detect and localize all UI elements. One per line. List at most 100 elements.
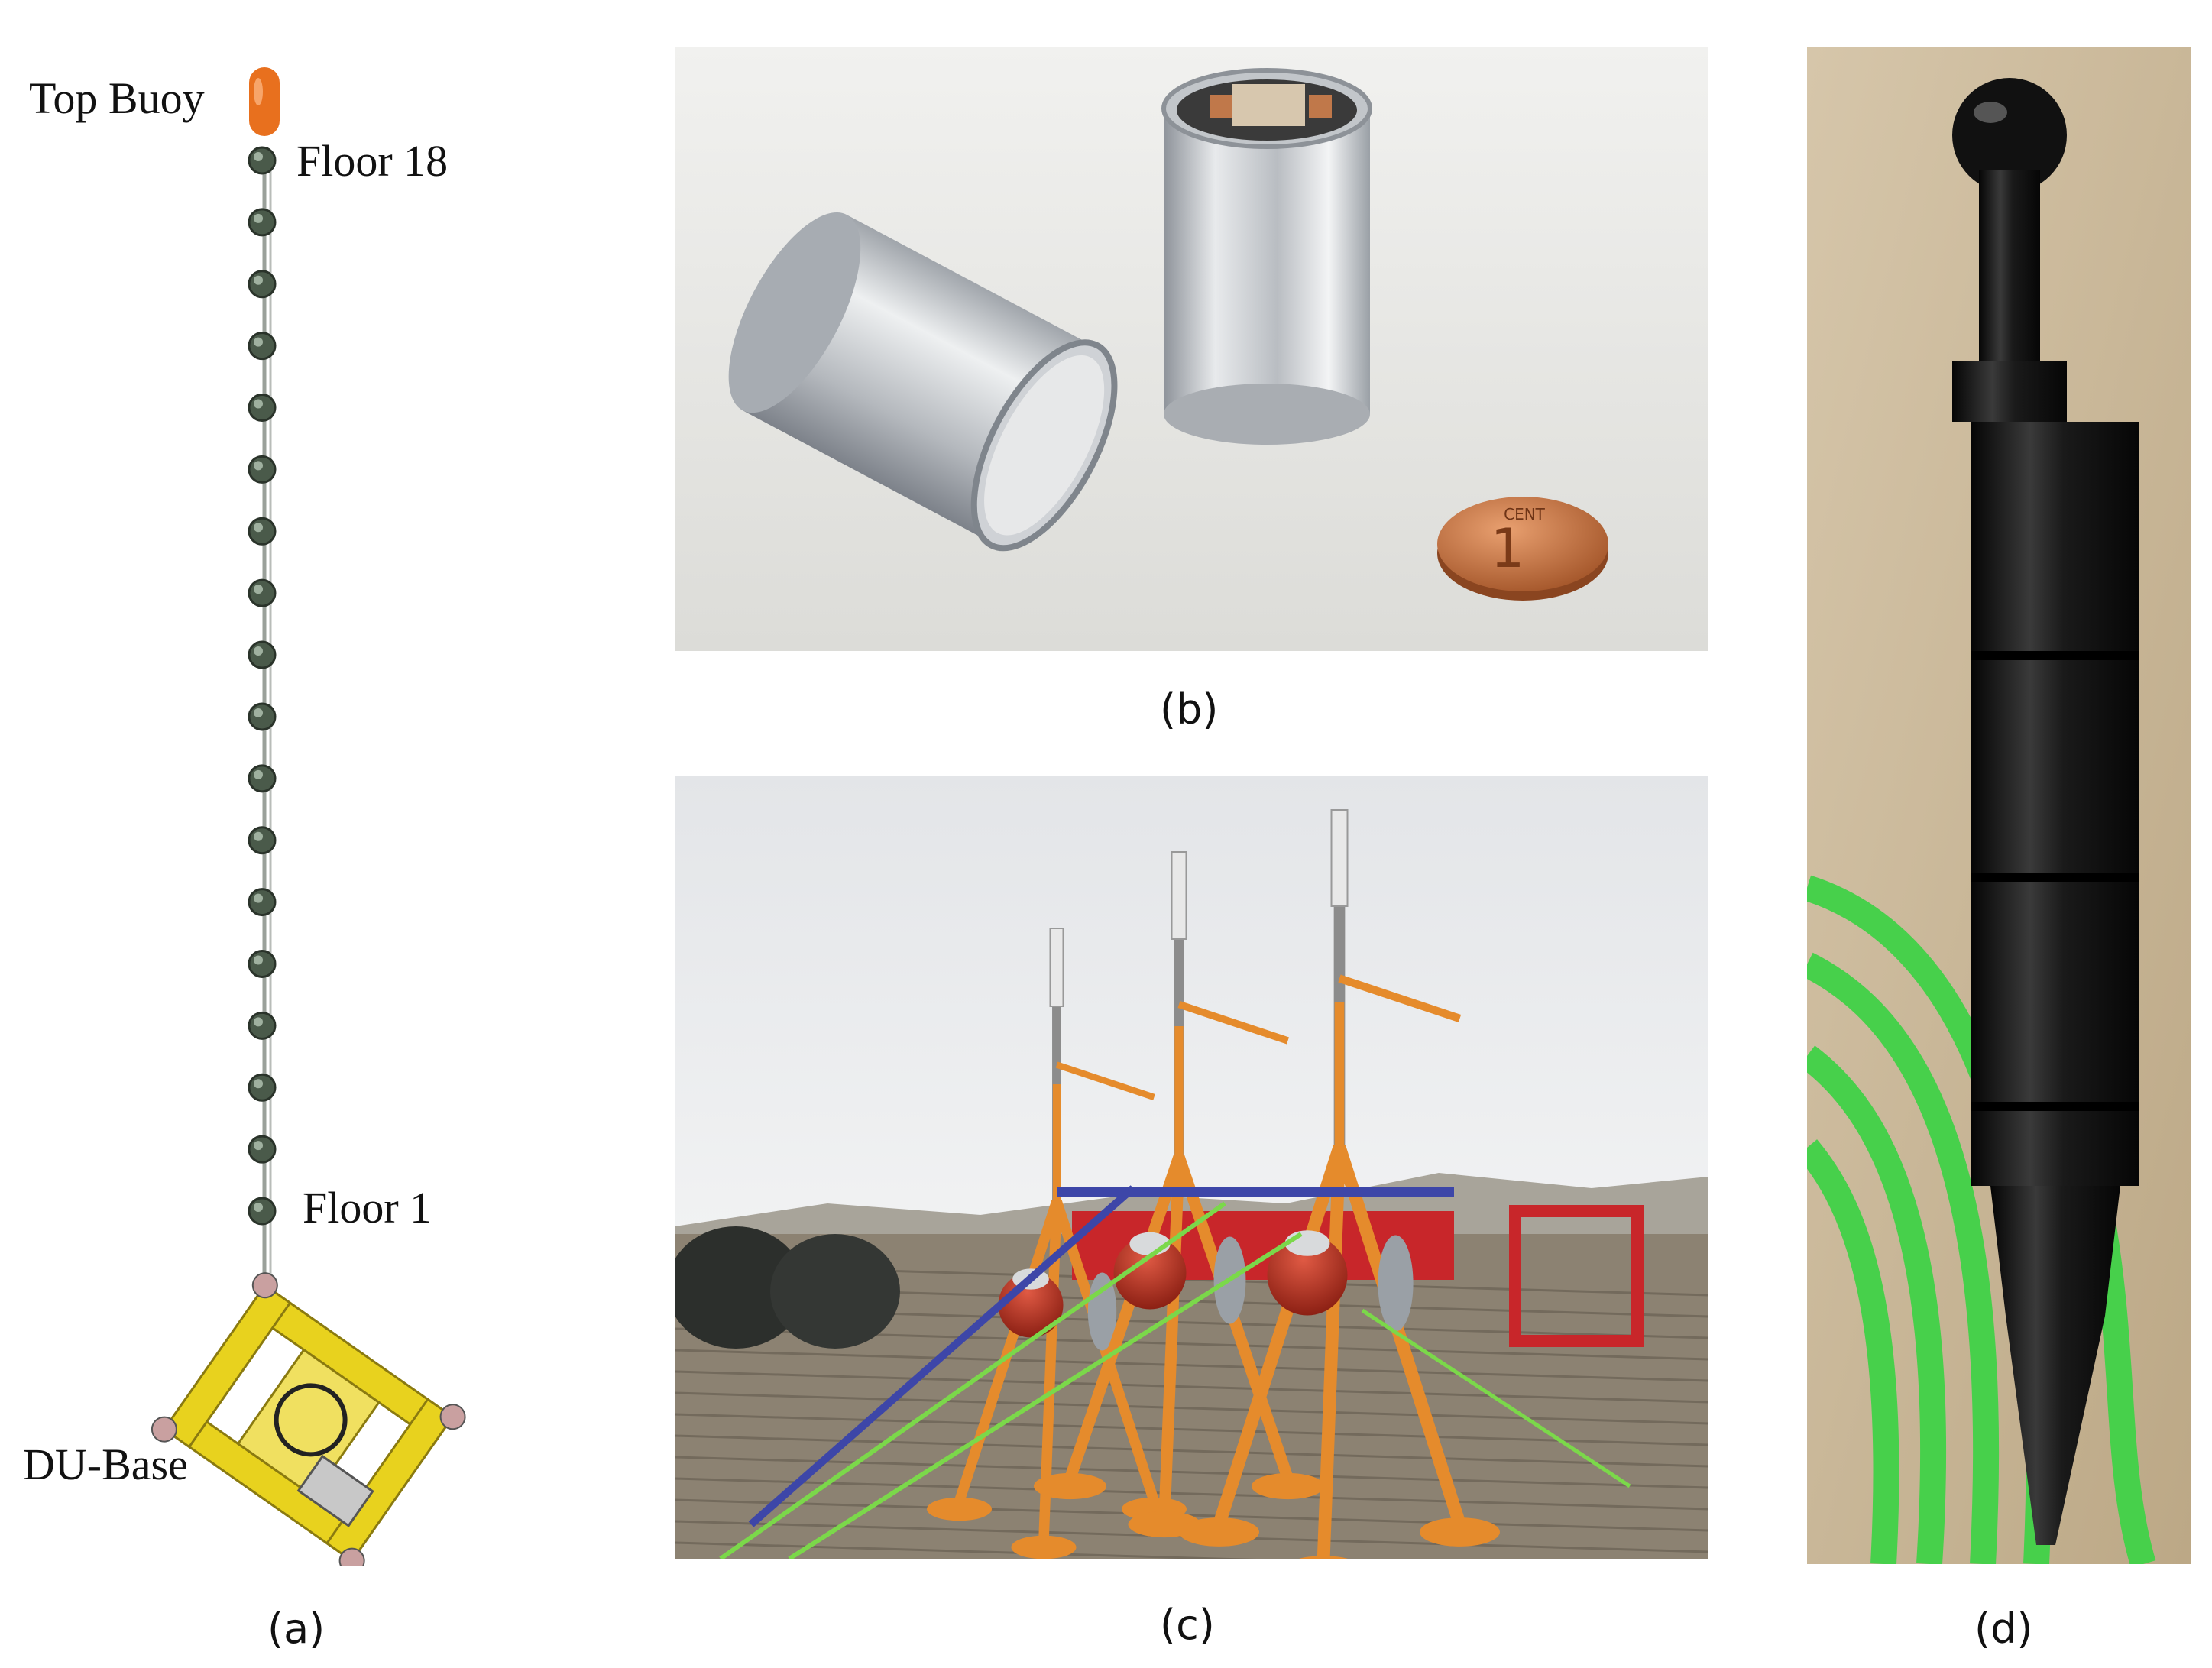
caption-b: (b) [1160, 685, 1219, 734]
sphere [1267, 1235, 1348, 1316]
rope-2 [788, 1232, 1303, 1559]
floor-module-highlight [254, 337, 263, 347]
floor-module-highlight [254, 1141, 263, 1151]
floor-module-highlight [254, 893, 263, 903]
frame-2 [1034, 851, 1324, 1538]
leg-front [1158, 1156, 1185, 1517]
mast-top [1049, 928, 1064, 1007]
canister [1378, 1235, 1414, 1332]
panel-a-detection-unit: Top Buoy Floor 18 Floor 1 DU-Base [0, 46, 535, 1566]
floor-module-8 [248, 764, 277, 793]
floor-module-highlight [254, 523, 263, 533]
deck-plank-line [675, 1391, 1708, 1425]
coin-digit: 1 [1491, 517, 1525, 580]
lying-cylinder [728, 212, 1118, 552]
deck-plank-line [675, 1370, 1708, 1404]
floor-module-4 [248, 1011, 277, 1040]
leg-left [1064, 1155, 1185, 1481]
floor-module-highlight [254, 585, 263, 594]
arm [1055, 1061, 1155, 1101]
floor-module-highlight [254, 1079, 263, 1089]
frame-3 [1179, 809, 1500, 1559]
panel-d-photo-hydrophone [1807, 47, 2191, 1564]
floor-module-highlight [254, 955, 263, 965]
foot-left [927, 1497, 992, 1521]
foot-front [1299, 1556, 1348, 1559]
label-du-base: DU-Base [23, 1440, 188, 1489]
sphere [1113, 1236, 1187, 1310]
coin: CENT 1 [1437, 497, 1608, 601]
foot-left [1034, 1472, 1106, 1500]
red-rack-right [1509, 1205, 1644, 1347]
leg-front [1317, 1146, 1346, 1559]
floor-module-11 [248, 578, 277, 607]
du-base [151, 1272, 466, 1566]
caption-d: (d) [1974, 1605, 2033, 1653]
floor-module-7 [248, 826, 277, 855]
strap-2 [748, 1185, 1136, 1527]
floor-module-highlight [254, 831, 263, 841]
mast-top [1330, 809, 1349, 907]
foot-left [1179, 1517, 1259, 1547]
floor-module-2 [248, 1135, 277, 1164]
floor-module-highlight [254, 646, 263, 656]
floor-module-10 [248, 640, 277, 669]
floor-module-6 [248, 888, 277, 917]
panel-c-photo-deck [675, 776, 1708, 1559]
floor-modules [248, 146, 277, 1226]
coin-text: CENT [1504, 505, 1546, 523]
mast-top [1171, 851, 1187, 940]
deck-plank-line [675, 1477, 1708, 1511]
floor-module-highlight [254, 1203, 263, 1212]
deck-plank-line [675, 1498, 1708, 1532]
instrumented-frames [927, 809, 1500, 1559]
floor-module-13 [248, 455, 277, 484]
tire-1 [675, 1226, 805, 1349]
sphere-cap [1284, 1230, 1330, 1256]
standing-cylinder [1161, 68, 1372, 445]
arm [1338, 974, 1462, 1022]
rope-1 [719, 1201, 1226, 1559]
leg-left [954, 1199, 1062, 1504]
foot-front [1011, 1535, 1077, 1559]
floor-module-15 [248, 332, 277, 361]
panel-b-photo-cylinders: CENT 1 [675, 47, 1708, 651]
deck-plank-line [675, 1541, 1257, 1559]
label-top-buoy: Top Buoy [29, 73, 205, 123]
floor-module-12 [248, 517, 277, 546]
hydrophone [1952, 78, 2139, 1545]
label-floor-1: Floor 1 [303, 1183, 432, 1232]
leg-left [1213, 1145, 1346, 1527]
floor-module-highlight [254, 399, 263, 409]
floor-module-highlight [254, 152, 263, 161]
floor-module-highlight [254, 461, 263, 471]
floor-module-highlight [254, 1017, 263, 1027]
caption-c: (c) [1160, 1601, 1215, 1649]
caption-a: (a) [267, 1605, 325, 1653]
rope-3 [1361, 1308, 1631, 1488]
top-buoy-highlight [254, 78, 263, 105]
tire-2 [770, 1234, 900, 1349]
floor-module-highlight [254, 213, 263, 223]
detection-unit-drawing [151, 67, 466, 1566]
label-floor-18: Floor 18 [296, 136, 449, 186]
floor-module-14 [248, 394, 277, 423]
floor-module-highlight [254, 275, 263, 285]
floor-module-16 [248, 270, 277, 299]
leg-right [1051, 1199, 1159, 1504]
top-buoy [249, 67, 280, 136]
floor-module-highlight [254, 769, 263, 779]
foot-right [1420, 1517, 1500, 1547]
foot-right [1252, 1472, 1324, 1500]
floor-module-3 [248, 1073, 277, 1102]
floor-module-17 [248, 208, 277, 237]
floor-module-18 [248, 146, 277, 175]
arm [1177, 1000, 1290, 1045]
floor-module-1 [248, 1197, 277, 1226]
deck-plank-line [675, 1413, 1708, 1446]
deck-plank-line [675, 1456, 1708, 1489]
floor-module-5 [248, 949, 277, 978]
deck-plank-line [675, 1349, 1708, 1382]
floor-module-highlight [254, 708, 263, 717]
floor-module-9 [248, 702, 277, 731]
